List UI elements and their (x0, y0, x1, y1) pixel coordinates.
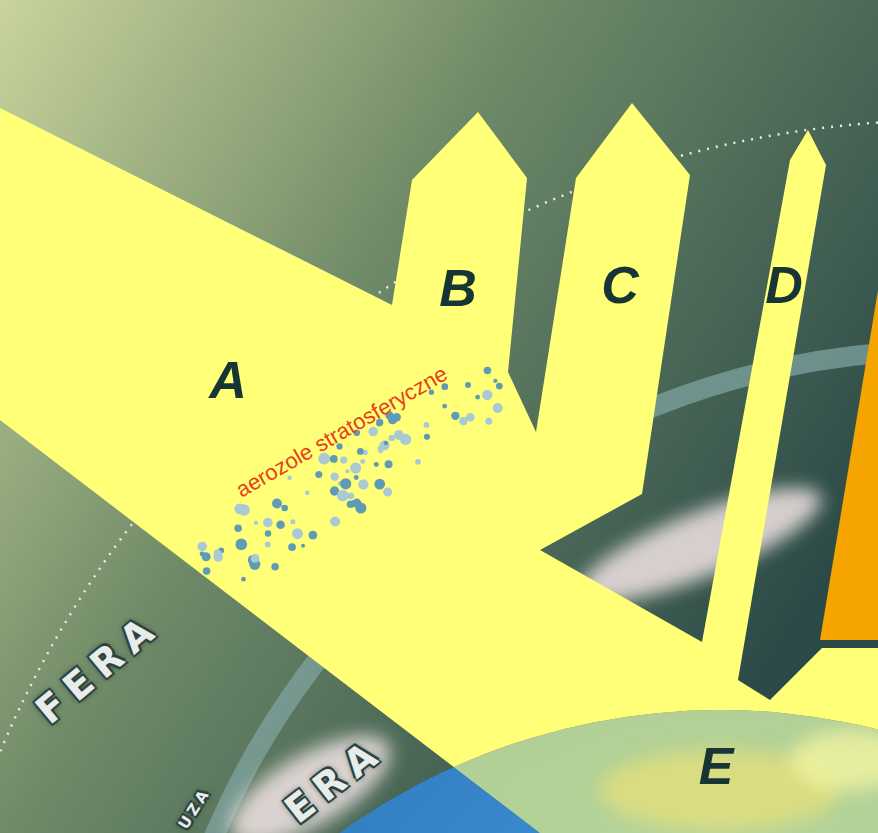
aerosol-dot (305, 490, 310, 495)
aerosol-dot (288, 543, 296, 551)
aerosol-dot (388, 435, 394, 441)
aerosol-dot (357, 448, 364, 455)
aerosol-dot (292, 528, 303, 539)
aerosol-dot (485, 418, 492, 425)
radiation-band (0, 103, 878, 833)
aerosol-dot (383, 487, 392, 496)
aerosol-dot (214, 549, 221, 556)
aerosol-dot (345, 469, 349, 473)
aerosol-dot (248, 555, 259, 566)
aerosol-dot (424, 422, 430, 428)
aerosol-dot (424, 434, 430, 440)
aerosol-dot (272, 498, 282, 508)
aerosol-dot (234, 504, 245, 515)
aerosol-dot (354, 475, 359, 480)
aerosol-dot (465, 382, 471, 388)
aerosol-dot (385, 460, 393, 468)
aerosol-dot (484, 367, 492, 375)
aerosol-dot (251, 554, 260, 563)
aerosol-dot (330, 516, 340, 526)
aerosol-dot (384, 441, 389, 446)
aerosol-dot (475, 395, 480, 400)
aerosol-dot (360, 459, 365, 464)
aerosol-dot (271, 563, 279, 571)
aerosol-dot (378, 449, 383, 454)
aerosol-dot (315, 471, 322, 478)
aerosol-dot (214, 550, 222, 558)
aerosol-dot (415, 459, 421, 465)
aerosol-dot (263, 518, 272, 527)
aerosol-dot (281, 505, 288, 512)
flux-letter: C (601, 259, 639, 311)
aerosol-dot (203, 567, 211, 575)
aerosol-dot (265, 530, 272, 537)
orange-beam (820, 290, 878, 640)
flux-letter: A (209, 354, 247, 406)
flux-letter: B (439, 262, 477, 314)
aerosol-dot (496, 383, 503, 390)
aerosol-dot (493, 379, 497, 383)
aerosol-dot (197, 542, 207, 552)
radiation-band-over-earth (0, 103, 878, 833)
aerosol-dot (254, 521, 258, 525)
aerosol-dot (466, 413, 475, 422)
aerosol-dot (287, 475, 291, 479)
aerosol-dot (351, 500, 359, 508)
aerosol-dot (493, 403, 503, 413)
aerosol-dot (234, 524, 242, 532)
aerosol-dot (241, 577, 246, 582)
aerosol-dot (340, 478, 351, 489)
aerosol-dot (482, 390, 492, 400)
aerosol-dot (394, 430, 404, 440)
aerosol-dot (200, 552, 205, 557)
aerosol-dot (442, 404, 447, 409)
aerosol-dot (235, 539, 247, 551)
aerosol-dot (330, 455, 338, 463)
aerosol-dot (301, 544, 305, 548)
aerosol-dot (290, 519, 295, 524)
aerosol-dot (451, 412, 459, 420)
aerosol-dot (330, 473, 338, 481)
flux-letter: E (699, 740, 734, 792)
aerosol-dot (265, 542, 271, 548)
aerosol-dot (374, 462, 379, 467)
aerosol-dot (337, 490, 349, 502)
flux-letter: D (765, 259, 803, 311)
aerosol-dot (358, 479, 368, 489)
aerosol-dot (308, 531, 317, 540)
radiation-band (0, 103, 878, 833)
aerosol-dot (340, 456, 347, 463)
aerosol-dot (350, 463, 361, 474)
aerosol-dot (374, 479, 385, 490)
aerosol-dot (276, 520, 285, 529)
